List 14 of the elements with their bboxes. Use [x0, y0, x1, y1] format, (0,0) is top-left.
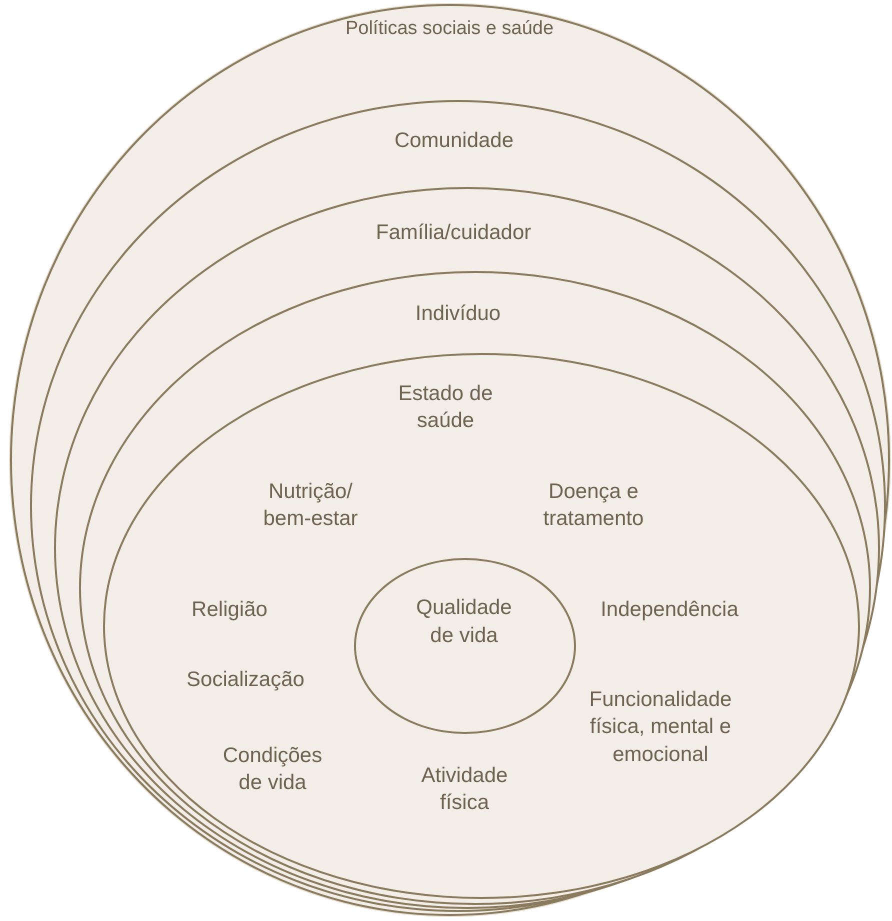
- factor-label: Doença e tratamento: [542, 478, 645, 532]
- factor-label: Estado de saúde: [397, 380, 494, 434]
- factor-label: Atividade física: [420, 762, 509, 816]
- factor-label: Religião: [192, 596, 268, 622]
- ring-heading: Comunidade: [394, 128, 514, 154]
- factor-label: Funcionalidade física, mental e emocional: [588, 686, 733, 768]
- factor-label: Socialização: [186, 666, 304, 692]
- ring-heading: Indivíduo: [415, 301, 501, 327]
- factor-label: Independência: [600, 596, 738, 622]
- factor-label: Condições de vida: [222, 742, 324, 796]
- ring-heading: Família/cuidador: [376, 220, 532, 246]
- factor-label: Nutrição/ bem-estar: [262, 478, 359, 532]
- center-label: Qualidade de vida: [415, 595, 513, 649]
- ring-heading: Políticas sociais e saúde: [345, 16, 554, 40]
